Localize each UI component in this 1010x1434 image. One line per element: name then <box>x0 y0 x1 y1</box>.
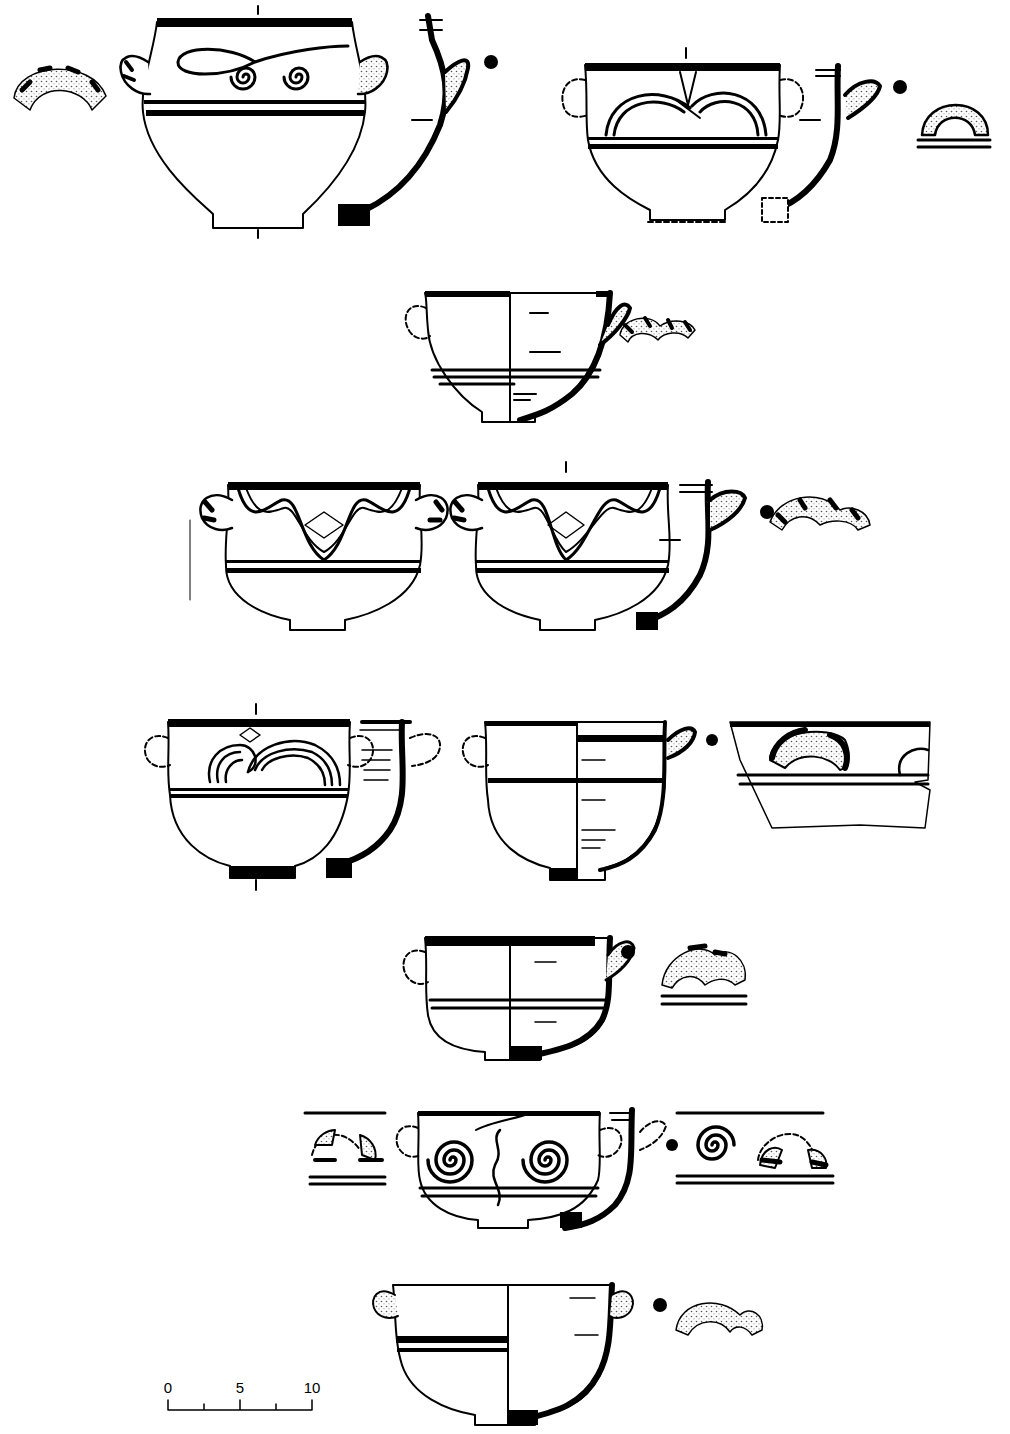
cup-elevation <box>562 48 990 222</box>
cup-half-section <box>406 291 695 422</box>
scale-bar <box>168 1400 312 1410</box>
cup-half-section <box>373 1285 762 1425</box>
cup-spirals <box>305 1110 833 1228</box>
cup-row <box>145 704 930 890</box>
scale-label: 0 <box>164 1380 172 1395</box>
scale-label: 10 <box>304 1380 321 1395</box>
jar-elevation <box>14 6 498 238</box>
cup-half-section <box>403 936 746 1060</box>
cup-pair <box>190 462 870 630</box>
scale-label: 5 <box>236 1380 244 1395</box>
